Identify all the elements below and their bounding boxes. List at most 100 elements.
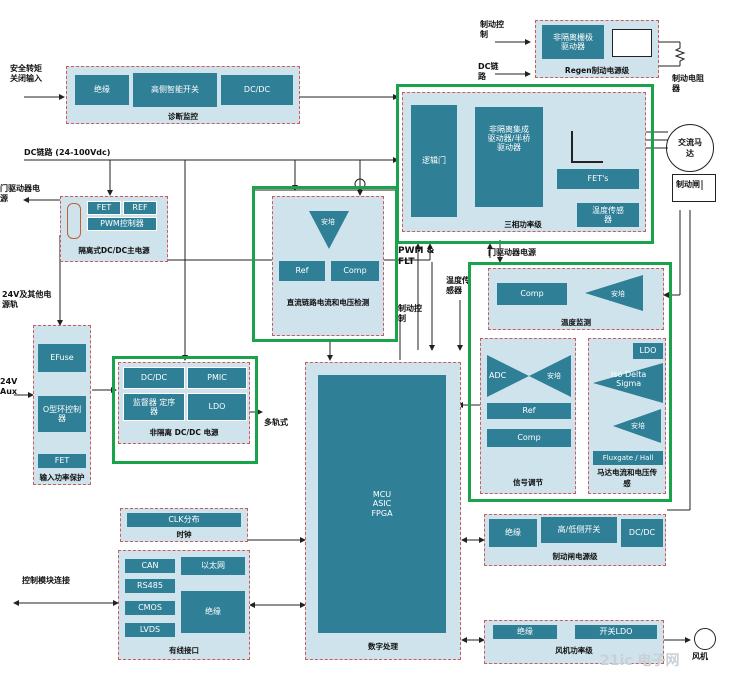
fan-icon — [694, 628, 716, 650]
hi-lo-switch: 高/低侧开关 — [541, 517, 617, 543]
iso-delta-shape — [593, 363, 663, 403]
temp-amp-triangle — [585, 275, 643, 311]
multi-rail-label: 多轨式 — [264, 418, 288, 427]
dc-link-top-label: DC链 路 — [478, 62, 499, 81]
temp-comp: Comp — [497, 283, 567, 305]
gate-driver-supply-mid-label: 门驱动器电源 — [488, 248, 536, 257]
regen-brake-stage: 非隔离栅极 驱动器 Regen制动电源级 — [535, 20, 659, 78]
fan-power-stage: 绝缘 开关LDO 风机功率级 — [484, 620, 664, 664]
brake-label: 制动闸 — [676, 180, 700, 189]
motor-sense: LDO Iso Delta Sigma 安培 Fluxgate / Hall 马… — [588, 338, 666, 494]
adc: ADC — [489, 371, 507, 380]
nonisol-highlight — [112, 356, 258, 464]
pmic: PMIC — [187, 367, 247, 389]
fan-label: 风机 — [692, 652, 708, 661]
pwm-flt-label: PWM & FLT — [398, 246, 435, 267]
mcu-asic-fpga: MCU ASIC FPGA — [318, 375, 446, 633]
clk-distribution: CLK分布 — [127, 513, 241, 527]
dc-link-main-label: DC链路 (24-100Vdc) — [24, 148, 111, 157]
dc-sense-highlight — [252, 186, 398, 342]
switch-ldo: 开关LDO — [575, 625, 657, 639]
three-phase-stage: 逻辑门 非隔离集成 驱动器/半桥 驱动器 FET's 温度传感 器 三相功率级 — [402, 92, 646, 232]
adc-shape — [487, 355, 571, 397]
dc-sense-ref: Ref — [279, 261, 325, 281]
temp-sensor-3ph: 温度传感 器 — [577, 203, 639, 227]
fan-ps-caption: 风机功率级 — [555, 646, 593, 655]
brake-power-stage: 绝缘 高/低侧开关 DC/DC 制动闸电源级 — [484, 514, 666, 566]
temp-monitor: Comp 安培 温度监测 — [488, 268, 664, 330]
cmos: CMOS — [125, 601, 175, 615]
regen-gate-driver: 非隔离栅极 驱动器 — [542, 25, 604, 59]
motor-sense-caption: 马达电流和电压传 感 — [597, 468, 657, 488]
temp-amp: 安培 — [611, 290, 625, 298]
aux-24v-rail-label: 24V及其他电 源轨 — [2, 290, 52, 309]
brake-dcdc: DC/DC — [621, 519, 663, 547]
brake-control-label: 制动控 制 — [480, 20, 504, 39]
wired-isolation: 绝缘 — [181, 591, 245, 633]
gate-driver-supply-left-label: 门驱动器电 源 — [0, 184, 40, 203]
nonisolated-dcdc: DC/DC PMIC 监督器 定序 器 LDO 非隔离 DC/DC 电源 — [118, 362, 250, 444]
lvds: LVDS — [125, 623, 175, 637]
fluxgate-hall: Fluxgate / Hall — [593, 451, 663, 465]
igbt-icon — [612, 29, 652, 57]
transformer-icon — [67, 203, 81, 239]
temp-sensor-label: 温度传 感器 — [446, 276, 470, 295]
signal-conditioning: ADC 安培 Ref Comp 信号调节 — [480, 338, 576, 494]
brake-icon — [672, 174, 716, 202]
clock-block: CLK分布 时钟 — [120, 508, 248, 542]
ethernet: 以太网 — [181, 557, 245, 575]
ac-motor: 交流马 达 — [666, 124, 714, 172]
signal-caption: 信号调节 — [513, 478, 543, 487]
input-fet: FET — [38, 454, 86, 468]
diag-high-side: 高侧智能开关 — [133, 73, 217, 107]
input-prot-caption: 输入功率保护 — [39, 473, 85, 482]
ac-motor-label: 交流马 达 — [678, 138, 702, 158]
motor-amp-shape — [613, 409, 661, 443]
isolated-dcdc: FET REF PWM控制器 隔离式DC/DC主电源 — [60, 196, 168, 262]
can: CAN — [125, 559, 175, 573]
brake-resistor-label: 制动电阻 器 — [672, 74, 704, 93]
dc-sense-comp: Comp — [331, 261, 379, 281]
diag-isolation: 绝缘 — [75, 75, 129, 105]
mosfet-icon — [571, 131, 603, 163]
fan-isolation: 绝缘 — [493, 625, 557, 639]
mcu-caption: 数字处理 — [368, 642, 398, 651]
brake-ps-caption: 制动闸电源级 — [552, 552, 598, 561]
safe-torque-off-label: 安全转矩 关闭输入 — [10, 64, 42, 83]
dc-sense-amp: 安培 — [321, 218, 335, 226]
supervisor-sequencer: 监督器 定序 器 — [123, 393, 185, 421]
control-module-conn-label: 控制模块连接 — [22, 576, 70, 585]
iso-caption: 隔离式DC/DC主电源 — [78, 246, 150, 255]
motor-amp: 安培 — [631, 422, 645, 430]
dc-link-sense: 安培 Ref Comp 直流链路电流和电压检测 — [272, 196, 384, 336]
wired-interface: CAN RS485 CMOS LVDS 以太网 绝缘 有线接口 — [118, 550, 250, 660]
temp-caption: 温度监测 — [561, 318, 591, 327]
dc-sense-caption: 直流链路电流和电压检测 — [286, 298, 370, 307]
signal-ref: Ref — [487, 403, 571, 419]
wired-caption: 有线接口 — [169, 646, 199, 655]
nonisol-caption: 非隔离 DC/DC 电源 — [149, 428, 219, 437]
iso-delta-sigma: Iso Delta Sigma — [611, 370, 647, 388]
three-phase-caption: 三相功率级 — [504, 220, 542, 229]
iso-pwm: PWM控制器 — [87, 217, 157, 231]
regen-caption: Regen制动电源级 — [564, 66, 630, 75]
nonisol-ldo: LDO — [187, 393, 247, 421]
sense-highlight — [468, 262, 672, 502]
diag-monitor: 绝缘 高侧智能开关 DC/DC 诊断监控 — [66, 66, 300, 124]
gate-driver: 非隔离集成 驱动器/半桥 驱动器 — [475, 107, 543, 207]
brake-control-mid-label: 制动控 制 — [398, 304, 422, 323]
iso-ref: REF — [123, 201, 157, 215]
rs485: RS485 — [125, 579, 175, 593]
diag-dcdc: DC/DC — [221, 75, 293, 105]
amp-triangle — [309, 211, 349, 249]
motor-ldo: LDO — [633, 343, 663, 359]
diag-caption: 诊断监控 — [168, 112, 198, 121]
watermark: 21ic 电子网 — [600, 653, 680, 669]
efuse: EFuse — [38, 344, 86, 372]
input-protection: EFuse O型环控制 器 FET 输入功率保护 — [33, 325, 91, 485]
iso-fet: FET — [87, 201, 121, 215]
logic-gate: 逻辑门 — [411, 105, 457, 217]
nonisol-dcdc: DC/DC — [123, 367, 185, 389]
brake-isolation: 绝缘 — [489, 519, 537, 547]
oring-controller: O型环控制 器 — [38, 396, 86, 432]
